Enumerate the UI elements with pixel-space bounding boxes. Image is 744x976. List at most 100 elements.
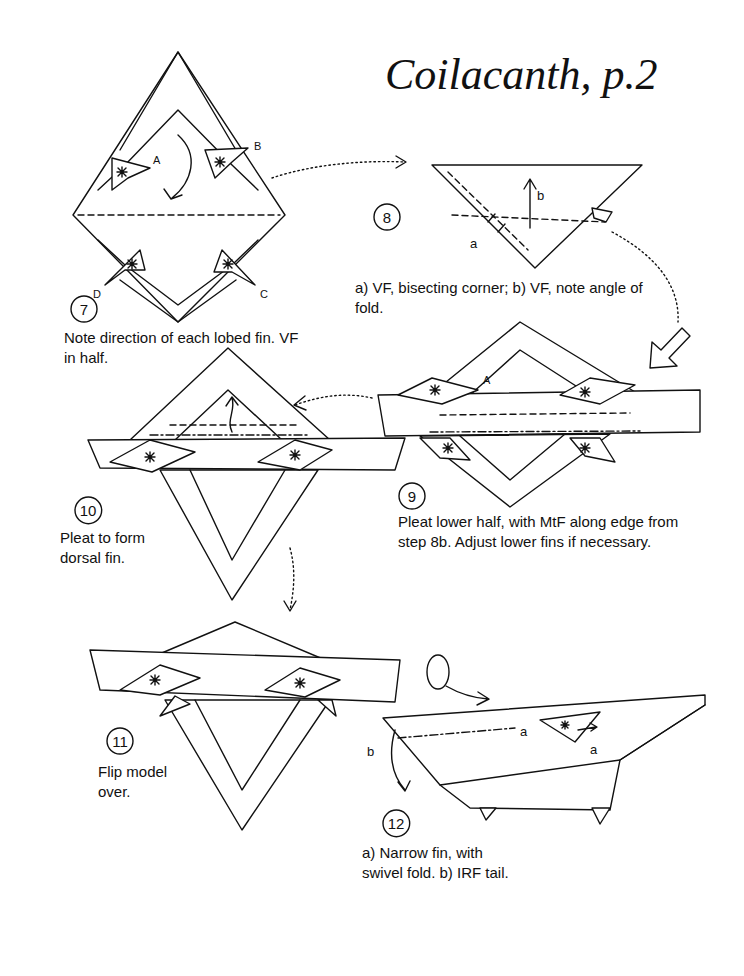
step-number-text: 8 (383, 209, 391, 226)
lobed-fin (398, 378, 478, 404)
star-mark (145, 452, 155, 462)
star-mark (215, 157, 225, 167)
lobed-fin (318, 700, 336, 716)
mountain-fold-line (150, 434, 310, 435)
flap-letter: C (260, 284, 268, 304)
instruction-note: Pleat lower half, with MtF along edge fr… (398, 512, 683, 552)
lobed-fin (540, 712, 600, 742)
fold-arrow (578, 723, 597, 731)
step-circle-outline (374, 204, 400, 230)
lobed-fin (570, 438, 615, 462)
mountain-fold-line (430, 431, 640, 432)
arrowhead (396, 156, 406, 168)
valley-fold-line (78, 214, 280, 215)
sequence-arrow (295, 395, 372, 405)
star-mark (127, 259, 137, 269)
instruction-note: Pleat to form dorsal fin. (60, 528, 178, 568)
upper-flap (130, 348, 330, 440)
star-mark (580, 443, 590, 453)
step-number: 12 (382, 809, 411, 838)
folded-triangle (432, 165, 642, 268)
crease-lines (195, 700, 300, 790)
instruction-note: a) VF, bisecting corner; b) VF, note ang… (355, 278, 645, 318)
step-number: 7 (70, 295, 98, 323)
lobed-fin (120, 665, 200, 695)
step-number: 8 (373, 203, 401, 231)
valley-fold-line (452, 215, 605, 222)
sequence-arrow (290, 548, 294, 610)
fold-arrow (524, 179, 536, 228)
flap-letter: A (153, 150, 160, 170)
crease-lines (440, 705, 705, 785)
step-number: 11 (106, 727, 134, 755)
step-number-text: 7 (80, 301, 88, 318)
lobed-fin (105, 250, 145, 285)
star-mark (443, 443, 453, 453)
lobed-fin (265, 668, 340, 697)
valley-fold-line (440, 413, 630, 415)
page-title: Coilacanth, p.2 (385, 50, 658, 100)
sequence-arrow (612, 232, 678, 322)
instruction-note: Note direction of each lobed fin. VF in … (64, 328, 309, 368)
valley-fold-line (448, 172, 528, 250)
lobed-fin (110, 440, 195, 472)
crease-lines (190, 470, 285, 560)
fold-letter: a (470, 234, 477, 254)
arrowhead (294, 396, 306, 410)
lobed-fin (112, 158, 150, 190)
model-band (90, 650, 400, 702)
flap-letter: B (254, 136, 261, 156)
lower-flap (420, 434, 610, 507)
model-body (383, 695, 705, 810)
sequence-arrow (272, 162, 405, 178)
fold-letter: a (590, 740, 597, 760)
flap-letter: A (483, 370, 490, 390)
fin-tab (592, 208, 612, 222)
instruction-note: a) Narrow fin, with swivel fold. b) IRF … (362, 843, 527, 883)
step-number-text: 12 (388, 815, 405, 832)
star-mark (223, 259, 233, 269)
lobed-fin (420, 438, 470, 460)
diamond-base (73, 52, 285, 322)
step-number: 9 (398, 482, 426, 510)
instruction-note: Flip model over. (98, 762, 193, 802)
lobed-fin (205, 148, 248, 178)
fin-tab (480, 808, 496, 820)
valley-fold-line (170, 424, 300, 425)
hollow-arrow (650, 328, 690, 368)
star-mark (290, 450, 300, 460)
fold-letter: a (520, 722, 527, 742)
step-circle-outline (383, 810, 410, 837)
star-mark (150, 675, 160, 685)
step-number: 10 (74, 496, 103, 525)
step-circle-outline (399, 483, 425, 509)
star-mark (430, 385, 440, 395)
fold-arrow (164, 135, 191, 199)
step-number-text: 11 (112, 733, 128, 750)
flip-symbol (427, 655, 449, 689)
step-circle-outline (107, 728, 133, 754)
star-mark (295, 678, 305, 688)
arrowhead (284, 601, 296, 611)
lobed-fin (160, 696, 190, 716)
lobed-fin (214, 250, 255, 285)
fold-arrow (226, 397, 238, 432)
crease-lines (98, 52, 258, 322)
flip-arrow (446, 686, 489, 705)
star-mark (561, 721, 569, 729)
star-mark (580, 387, 590, 397)
fold-letter: b (537, 186, 544, 206)
step-number-text: 9 (408, 488, 416, 505)
fold-arrow (392, 730, 410, 791)
crease-lines (175, 390, 282, 440)
lobed-fin (560, 378, 635, 404)
step-circle-outline (71, 296, 97, 322)
fold-letter: b (367, 742, 374, 762)
lobed-fin (258, 440, 332, 470)
fin-tab (592, 808, 610, 824)
step-circle-outline (75, 497, 102, 524)
lower-flap (165, 700, 330, 830)
star-mark (117, 167, 127, 177)
